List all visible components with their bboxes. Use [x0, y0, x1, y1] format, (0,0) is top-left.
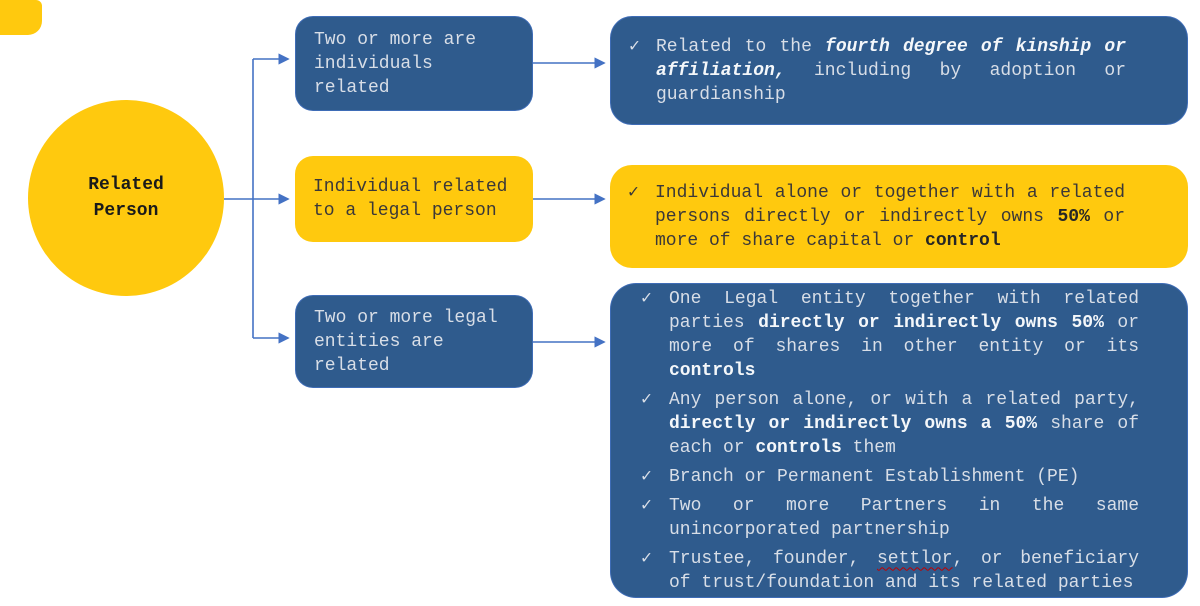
- corner-accent-shape: [0, 0, 42, 35]
- bullet-any-person-ownership-text: Any person alone, or with a related part…: [669, 388, 1139, 460]
- root-node-label: Related Person: [88, 172, 164, 224]
- bullet-kinship: ✓ Related to the fourth degree of kinshi…: [629, 35, 1167, 107]
- bullet-branch-pe-text: Branch or Permanent Establishment (PE): [669, 465, 1139, 489]
- check-icon: ✓: [641, 466, 652, 487]
- detail-box-individual-ownership: ✓ Individual alone or together with a re…: [610, 165, 1188, 268]
- check-icon: ✓: [641, 495, 652, 516]
- node-individual-legal-person-label: Individual related to a legal person: [313, 177, 508, 221]
- text-segment-bold: controls: [669, 360, 756, 381]
- root-label-line-1: Related: [88, 175, 164, 195]
- node-individuals-related-label: Two or more are individuals related: [314, 29, 477, 98]
- node-legal-entities-related-label: Two or more legal entities are related: [314, 307, 498, 376]
- bullet-any-person-ownership: ✓ Any person alone, or with a related pa…: [641, 388, 1167, 460]
- text-segment: them: [841, 437, 896, 458]
- text-segment: share of each or: [669, 413, 1140, 458]
- text-segment: including by adoption or guardianship: [656, 60, 1126, 105]
- text-segment: Branch or Permanent Establishment (PE): [669, 466, 1080, 487]
- check-icon: ✓: [641, 288, 652, 309]
- node-individual-legal-person: Individual related to a legal person: [295, 156, 533, 242]
- text-segment: Individual alone or together with a rela…: [655, 182, 1125, 227]
- text-segment-bold: control: [925, 230, 1001, 251]
- text-segment: One Legal entity together with related p…: [669, 288, 1139, 333]
- bullet-individual-ownership: ✓ Individual alone or together with a re…: [628, 181, 1168, 253]
- text-segment: Any person alone, or with a related part…: [669, 389, 1139, 410]
- text-segment-bold: directly or indirectly owns a 50%: [669, 413, 1038, 434]
- bullet-trustee-text: Trustee, founder, settlor, or beneficiar…: [669, 547, 1139, 595]
- detail-box-legal-entities: ✓ One Legal entity together with related…: [610, 283, 1188, 598]
- node-individuals-related: Two or more are individuals related: [295, 16, 533, 111]
- text-segment: , or beneficiary of trust/foundation and…: [669, 548, 1140, 593]
- bullet-kinship-text: Related to the fourth degree of kinship …: [656, 35, 1126, 107]
- root-node-related-person: Related Person: [28, 100, 224, 296]
- text-segment: or more of share capital or: [655, 206, 1125, 251]
- text-segment: or more of shares in other entity or its: [669, 312, 1139, 357]
- text-segment-bold-italic: fourth degree of kinship or affiliation,: [656, 36, 1127, 81]
- text-segment: Trustee, founder,: [669, 548, 877, 569]
- text-segment: Two or more Partners in the same unincor…: [669, 495, 1139, 540]
- bullet-branch-pe: ✓ Branch or Permanent Establishment (PE): [641, 465, 1167, 489]
- check-icon: ✓: [628, 182, 639, 203]
- bullet-trustee: ✓ Trustee, founder, settlor, or benefici…: [641, 547, 1167, 595]
- text-segment-bold: directly or indirectly owns 50%: [758, 312, 1104, 333]
- text-segment-bold: controls: [755, 437, 842, 458]
- bullet-partners-text: Two or more Partners in the same unincor…: [669, 494, 1139, 542]
- node-legal-entities-related: Two or more legal entities are related: [295, 295, 533, 388]
- bullet-entity-ownership-text: One Legal entity together with related p…: [669, 287, 1139, 383]
- root-label-line-2: Person: [93, 201, 159, 221]
- check-icon: ✓: [629, 36, 640, 57]
- check-icon: ✓: [641, 389, 652, 410]
- text-segment-bold: 50%: [1057, 206, 1090, 227]
- bullet-individual-ownership-text: Individual alone or together with a rela…: [655, 181, 1125, 253]
- bullet-entity-ownership: ✓ One Legal entity together with related…: [641, 287, 1167, 383]
- text-segment-spellcheck-underline: settlor: [877, 548, 953, 569]
- text-segment: Related to the: [656, 36, 826, 57]
- check-icon: ✓: [641, 548, 652, 569]
- bullet-partners: ✓ Two or more Partners in the same uninc…: [641, 494, 1167, 542]
- detail-box-kinship: ✓ Related to the fourth degree of kinshi…: [610, 16, 1188, 125]
